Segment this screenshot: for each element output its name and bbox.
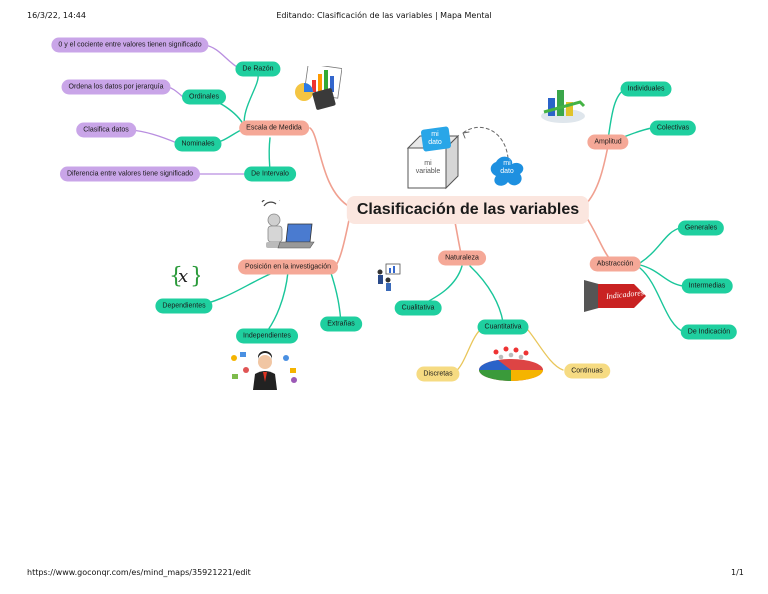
node-individuales[interactable]: Individuales	[620, 81, 672, 97]
node-de-razon[interactable]: De Razón	[235, 61, 281, 77]
svg-text:}: }	[190, 264, 200, 289]
node-nominales-desc[interactable]: Clasifica datos	[76, 122, 136, 138]
presentation-people-icon	[377, 263, 401, 291]
data-blob-icon	[490, 156, 524, 186]
cube-label: mi variable	[415, 160, 441, 176]
node-dependientes[interactable]: Dependientes	[155, 298, 213, 314]
node-generales[interactable]: Generales	[677, 220, 725, 236]
pie-people-icon	[479, 346, 543, 381]
node-discretas[interactable]: Discretas	[416, 366, 460, 382]
node-intermedias[interactable]: Intermedias	[681, 278, 733, 294]
print-page-number: 1/1	[731, 568, 744, 577]
node-de-intervalo-desc[interactable]: Diferencia entre valores tiene significa…	[59, 166, 201, 182]
node-naturaleza[interactable]: Naturaleza	[438, 250, 486, 266]
node-de-intervalo[interactable]: De Intervalo	[244, 166, 296, 182]
node-posicion-investigacion[interactable]: Posición en la investigación	[238, 259, 338, 275]
node-independientes[interactable]: Independientes	[236, 328, 298, 344]
chart-calculator-icon	[295, 66, 342, 110]
print-datetime: 16/3/22, 14:44	[27, 11, 86, 20]
print-title: Editando: Clasificación de las variables…	[276, 11, 492, 20]
node-colectivas[interactable]: Colectivas	[649, 120, 697, 136]
svg-text:x: x	[178, 266, 188, 287]
svg-text:{: {	[169, 264, 183, 289]
node-continuas[interactable]: Continuas	[564, 363, 610, 379]
node-extranas[interactable]: Extrañas	[320, 316, 362, 332]
bar-chart-3d-icon	[541, 90, 586, 123]
print-url: https://www.goconqr.com/es/mind_maps/359…	[27, 568, 251, 577]
node-nominales[interactable]: Nominales	[174, 136, 222, 152]
node-escala-de-medida[interactable]: Escala de Medida	[239, 120, 309, 136]
node-ordinales-desc[interactable]: Ordena los datos por jerarquía	[61, 79, 171, 95]
node-amplitud[interactable]: Amplitud	[587, 134, 629, 150]
node-ordinales[interactable]: Ordinales	[182, 89, 226, 105]
cube-illustration-icon	[406, 126, 460, 190]
indicators-arrow-icon	[584, 280, 646, 312]
node-abstraccion[interactable]: Abstracción	[589, 256, 641, 272]
data-blob-label: mi dato	[500, 160, 514, 176]
businessman-icon	[231, 351, 297, 390]
node-cuantitativa[interactable]: Cuantitativa	[477, 319, 529, 335]
variable-x-icon: { x }	[169, 264, 200, 289]
cube-blob-label: mi dato	[428, 131, 442, 147]
robot-laptop-icon	[261, 200, 315, 249]
node-cualitativa[interactable]: Cualitativa	[394, 300, 442, 316]
central-topic[interactable]: Clasificación de las variables	[346, 196, 590, 224]
node-de-razon-desc[interactable]: 0 y el cociente entre valores tienen sig…	[51, 37, 209, 53]
node-de-indicacion[interactable]: De Indicación	[680, 324, 738, 340]
